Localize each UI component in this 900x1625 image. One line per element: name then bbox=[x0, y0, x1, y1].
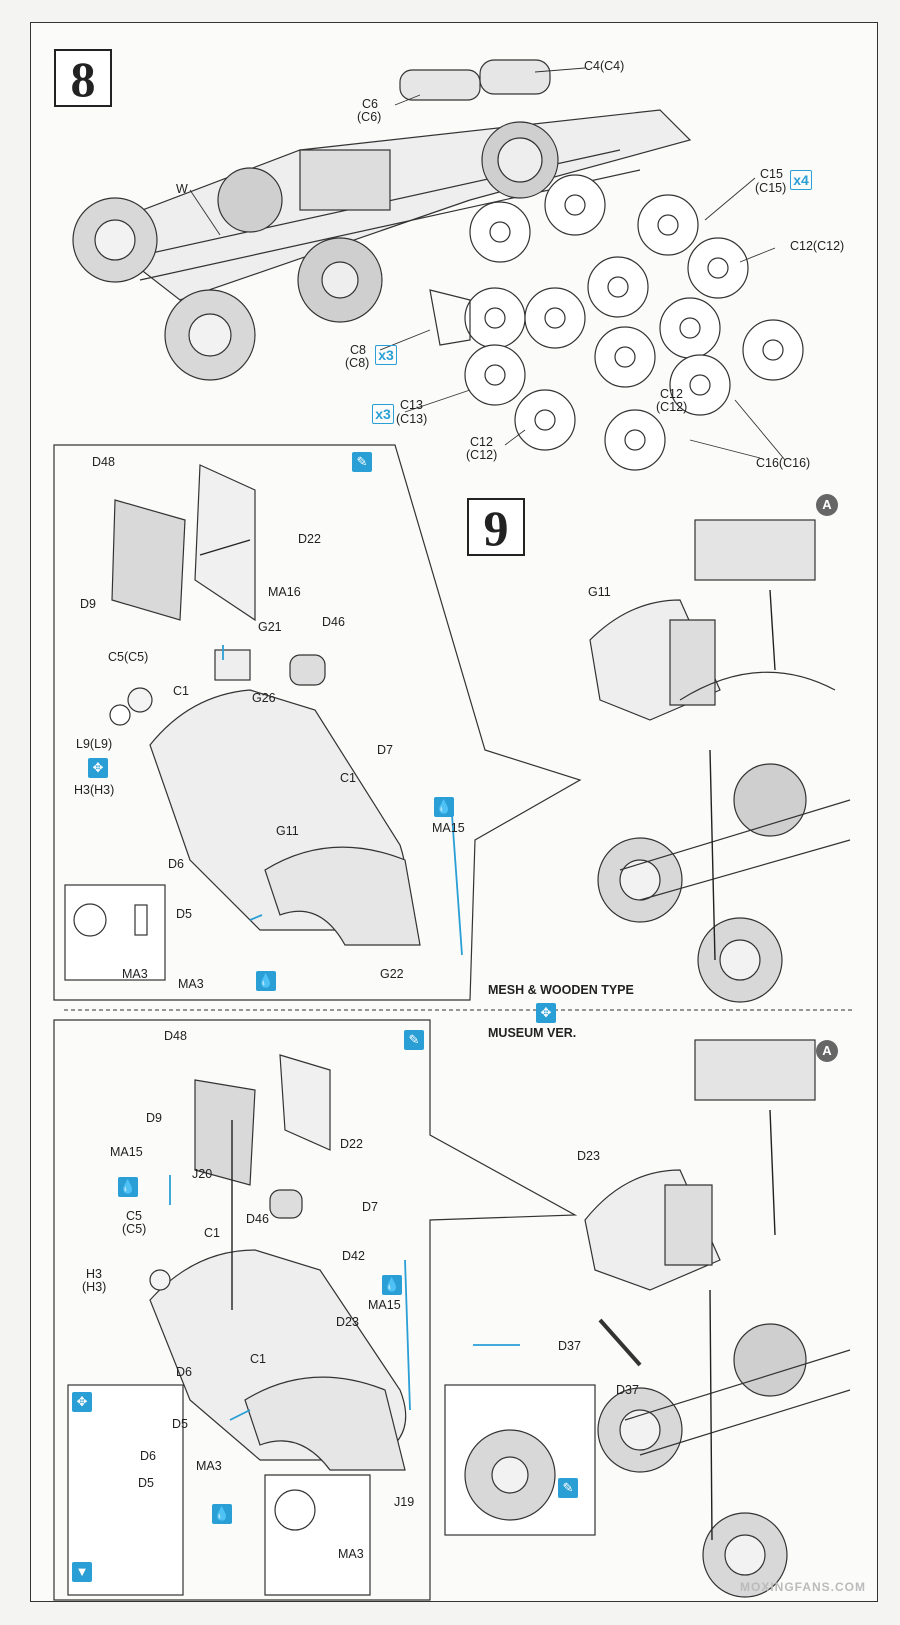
part-d6-lower-label: D6 bbox=[176, 1365, 192, 1379]
glue-drop-icon: 💧 bbox=[434, 797, 454, 817]
part-c12-low-label: C12 bbox=[470, 435, 493, 449]
part-ma16-label: MA16 bbox=[268, 585, 301, 599]
part-c1-bottom-lower-label: C1 bbox=[250, 1352, 266, 1366]
part-ma3-inset-label: MA3 bbox=[122, 967, 148, 981]
part-l9-label: L9(L9) bbox=[76, 737, 113, 751]
part-d23-right-label: D23 bbox=[577, 1149, 600, 1163]
part-ma15-upper-label: MA15 bbox=[110, 1145, 143, 1159]
glue-drop-icon-bottom: 💧 bbox=[118, 1177, 138, 1197]
part-c12-low-alt-label: (C12) bbox=[466, 448, 498, 462]
step9-upper-vehicle-illustration bbox=[589, 519, 851, 1003]
part-c5-lower-alt-label: (C5) bbox=[122, 1222, 147, 1236]
museum-version-caption: MUSEUM VER. bbox=[488, 1026, 577, 1040]
part-g21-label: G21 bbox=[258, 620, 282, 634]
watermark-text: MOXINGFANS.COM bbox=[740, 1580, 867, 1594]
part-c13-alt-label: (C13) bbox=[396, 412, 428, 426]
part-g11-right-label: G11 bbox=[588, 585, 611, 599]
paint-brush-icon: ✎ bbox=[352, 452, 372, 472]
part-d46-lower-label: D46 bbox=[246, 1212, 269, 1226]
option-choice-icon-inset: ✥ bbox=[72, 1392, 92, 1412]
step8-chassis-illustration bbox=[72, 59, 804, 471]
part-ma15-lower-label: MA15 bbox=[368, 1298, 401, 1312]
part-d5-inset-label: D5 bbox=[138, 1476, 154, 1490]
glue-drop-icon-inset: 💧 bbox=[212, 1504, 232, 1524]
step-9-number: 9 bbox=[467, 498, 525, 556]
part-d37-label: D37 bbox=[616, 1383, 639, 1397]
part-c6-alt-label: (C6) bbox=[357, 110, 382, 124]
part-d9-label: D9 bbox=[80, 597, 96, 611]
mesh-wooden-type-caption: MESH & WOODEN TYPE bbox=[488, 983, 634, 997]
part-c8-label: C8 bbox=[350, 343, 366, 357]
part-ma15-label: MA15 bbox=[432, 821, 465, 835]
part-d46-label: D46 bbox=[322, 615, 345, 629]
c8-quantity-badge: x3 bbox=[375, 345, 397, 365]
part-d48-lower-label: D48 bbox=[164, 1029, 187, 1043]
filter-icon: ▼ bbox=[72, 1562, 92, 1582]
part-d7-lower-label: D7 bbox=[362, 1200, 378, 1214]
subassembly-a-marker-lower: A bbox=[816, 1040, 838, 1062]
part-g11-label: G11 bbox=[276, 824, 299, 838]
paint-brush-icon-lower: ✎ bbox=[404, 1030, 424, 1050]
c15-quantity-badge: x4 bbox=[790, 170, 812, 190]
part-d7-label: D7 bbox=[377, 743, 393, 757]
part-ma3-bottom-inset-label: MA3 bbox=[338, 1547, 364, 1561]
part-d22-label: D22 bbox=[298, 532, 321, 546]
part-c15-alt-label: (C15) bbox=[755, 181, 787, 195]
part-c5-label: C5(C5) bbox=[108, 650, 149, 664]
part-c1-upper-label: C1 bbox=[173, 684, 189, 698]
subassembly-a-marker: A bbox=[816, 494, 838, 516]
part-c1-lower-label: C1 bbox=[340, 771, 356, 785]
part-h3-lower-alt-label: (H3) bbox=[82, 1280, 107, 1294]
part-d5-label: D5 bbox=[176, 907, 192, 921]
part-d9-lower-label: D9 bbox=[146, 1111, 162, 1125]
part-c16-label: C16(C16) bbox=[756, 456, 811, 470]
part-ma3-label: MA3 bbox=[178, 977, 204, 991]
part-d6-label: D6 bbox=[168, 857, 184, 871]
part-j19-label: J19 bbox=[394, 1495, 415, 1509]
part-c12-mid-label: C12 bbox=[660, 387, 683, 401]
part-c5-lower-label: C5 bbox=[126, 1209, 142, 1223]
part-c6-label: C6 bbox=[362, 97, 378, 111]
part-d5-lower-label: D5 bbox=[172, 1417, 188, 1431]
part-c15-label: C15 bbox=[760, 167, 783, 181]
part-g26-label: G26 bbox=[252, 691, 276, 705]
part-d37-inset-label: D37 bbox=[558, 1339, 581, 1353]
part-c12-mid-alt-label: (C12) bbox=[656, 400, 688, 414]
part-d48-label: D48 bbox=[92, 455, 115, 469]
glue-drop-icon-right: 💧 bbox=[382, 1275, 402, 1295]
part-h3-label: H3(H3) bbox=[74, 783, 115, 797]
part-ma3-lower-label: MA3 bbox=[196, 1459, 222, 1473]
part-g22-label: G22 bbox=[380, 967, 404, 981]
part-d23-label: D23 bbox=[336, 1315, 359, 1329]
part-c12-right-label: C12(C12) bbox=[790, 239, 845, 253]
part-c8-alt-label: (C8) bbox=[345, 356, 370, 370]
part-c13-label: C13 bbox=[400, 398, 423, 412]
part-w-label: W bbox=[176, 182, 188, 196]
part-h3-lower-label: H3 bbox=[86, 1267, 102, 1281]
part-d22-lower-label: D22 bbox=[340, 1137, 363, 1151]
part-d6-inset-label: D6 bbox=[140, 1449, 156, 1463]
version-choice-icon: ✥ bbox=[536, 1003, 556, 1023]
part-c4-label: C4(C4) bbox=[584, 59, 625, 73]
step-8-number: 8 bbox=[54, 49, 112, 107]
part-c1-bottom-upper-label: C1 bbox=[204, 1226, 220, 1240]
c13-quantity-badge: x3 bbox=[372, 404, 394, 424]
bottom-fender-illustration bbox=[67, 1054, 407, 1596]
part-j20-label: J20 bbox=[192, 1167, 213, 1181]
paint-brush-icon-inset: ✎ bbox=[558, 1478, 578, 1498]
option-choice-icon: ✥ bbox=[88, 758, 108, 778]
glue-drop-icon-lower: 💧 bbox=[256, 971, 276, 991]
step9-lower-vehicle-illustration bbox=[444, 1039, 851, 1598]
part-d42-label: D42 bbox=[342, 1249, 365, 1263]
top-fender-illustration bbox=[64, 464, 421, 981]
